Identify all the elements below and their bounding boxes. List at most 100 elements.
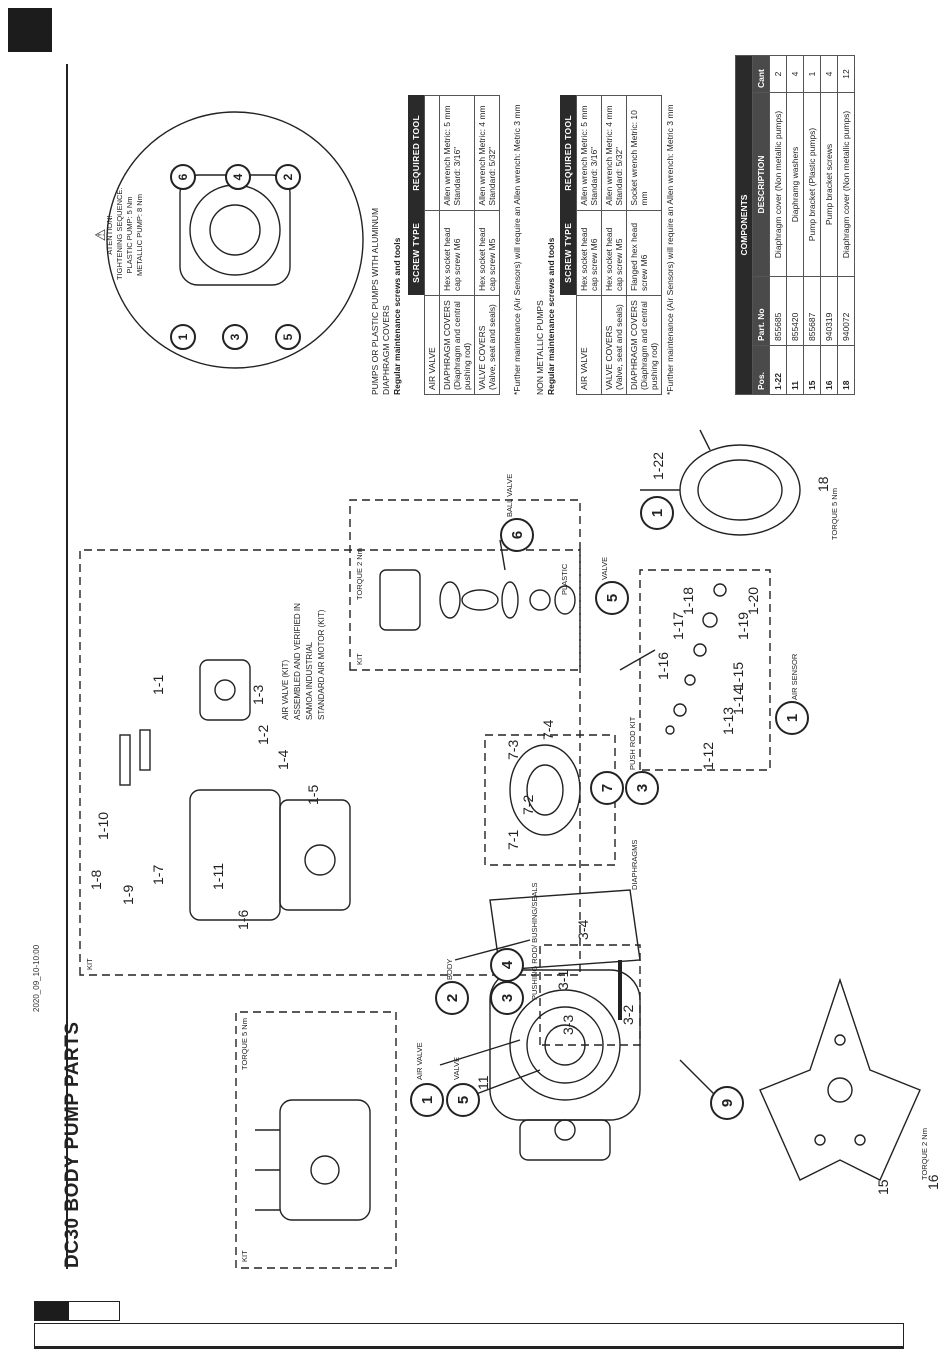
part-label: 3-1 bbox=[555, 969, 571, 990]
sequence-number: 2 bbox=[275, 164, 301, 190]
table-cell: Diaphragm cover (Non metallic pumps) bbox=[769, 92, 787, 277]
table-cell: DIAPHRAGM COVERS (Diaphragm and central … bbox=[439, 295, 475, 395]
col-header: SCREW TYPE bbox=[560, 210, 577, 296]
table-cell: 855687 bbox=[803, 276, 821, 346]
table-cell: Hex socket head cap screw M5 bbox=[474, 210, 500, 296]
kit-label-left: KIT bbox=[240, 1250, 249, 1262]
callout-label-valve-b: VALVE bbox=[600, 556, 609, 580]
air-valve-cap bbox=[199, 659, 251, 721]
col-header: Cant bbox=[752, 55, 770, 93]
part-label: 1-20 bbox=[745, 586, 761, 615]
table-cell: 940072 bbox=[837, 276, 855, 346]
part-label: 16 bbox=[925, 1174, 941, 1190]
callout-body-2: 2 bbox=[435, 981, 469, 1015]
part-label: 1-16 bbox=[655, 651, 671, 680]
air-sensor-parts bbox=[665, 583, 727, 735]
tightening-pump-figure bbox=[179, 174, 291, 286]
table-cell: Pump bracket screws bbox=[820, 92, 838, 277]
table-subheading: Regular maintenance screws and tools bbox=[392, 237, 402, 395]
table-cell: DIAPHRAGM COVERS (Diaphragm and central … bbox=[626, 295, 662, 395]
table-row: 18 940072 Diaphragm cover (Non metallic … bbox=[837, 55, 855, 395]
table-row: 15 855687 Pump bracket (Plastic pumps) 1 bbox=[803, 55, 821, 395]
aluminum-screws-table: SCREW TYPE REQUIRED TOOL AIR VALVE DIAPH… bbox=[408, 95, 500, 395]
kit-box-air-sensor bbox=[639, 569, 771, 771]
table-cell: Allen wrench Metric: 5 mm Standard: 3/16… bbox=[576, 95, 602, 211]
part-label: 1-6 bbox=[235, 909, 251, 930]
table-cell bbox=[424, 95, 440, 211]
callout-valve-5b: 5 bbox=[595, 581, 629, 615]
sequence-number: 6 bbox=[170, 164, 196, 190]
col-header: Pos. bbox=[752, 345, 770, 395]
torque-2-bracket-label: TORQUE 2 Nm bbox=[920, 1128, 929, 1180]
col-header: REQUIRED TOOL bbox=[560, 95, 577, 211]
part-label: 1-2 bbox=[255, 724, 271, 745]
table-cell: 2 bbox=[769, 55, 787, 93]
air-valve-note-line1: AIR VALVE (KIT) bbox=[281, 659, 290, 720]
table-cell: 4 bbox=[786, 55, 804, 93]
part-label: 1-1 bbox=[150, 674, 166, 695]
part-label: 1-11 bbox=[210, 863, 226, 890]
kit-box-left bbox=[235, 1011, 397, 1269]
callout-diaphragms-7: 7 bbox=[590, 771, 624, 805]
table-cell: 15 bbox=[803, 345, 821, 395]
callout-label-push-rod-kit: PUSH ROD KIT bbox=[628, 716, 637, 770]
warning-triangle-icon: ⚠ bbox=[92, 228, 108, 242]
sequence-number: 4 bbox=[225, 164, 251, 190]
part-label: 1-19 bbox=[735, 611, 751, 640]
sequence-number: 3 bbox=[222, 324, 248, 350]
part-label: 1-7 bbox=[150, 864, 166, 885]
col-header: Part. No bbox=[752, 276, 770, 346]
nonmetal-screws-table: SCREW TYPE REQUIRED TOOL AIR VALVE Hex s… bbox=[560, 95, 662, 395]
callout-pushing-rod-4: 4 bbox=[490, 948, 524, 982]
kit-box-ball-valve bbox=[349, 499, 581, 671]
callout-label-air-valve: AIR VALVE bbox=[415, 1042, 424, 1080]
page-indicator bbox=[34, 1301, 120, 1321]
part-label: 1-9 bbox=[120, 884, 136, 905]
aluminum-table-heading: PUMPS OR PLASTIC PUMPS WITH ALUMINUM DIA… bbox=[370, 208, 403, 395]
warning-line: METALLIC PUMP: 8 Nm bbox=[135, 194, 144, 276]
pump-body bbox=[489, 889, 641, 1161]
part-label: 1-18 bbox=[680, 586, 696, 615]
table-cell: Hex socket head cap screw M6 bbox=[439, 210, 475, 296]
warning-line: TIGHTENING SEQUENCE: bbox=[115, 187, 124, 280]
heading-line: PUMPS OR PLASTIC PUMPS WITH ALUMINUM bbox=[370, 207, 380, 395]
table-cell: Socket wrench Metric: 10 mm bbox=[626, 95, 662, 211]
table-cell: 12 bbox=[837, 55, 855, 93]
sequence-number: 5 bbox=[275, 324, 301, 350]
table-row: 1-22 855685 Diaphragm cover (Non metalli… bbox=[769, 55, 787, 395]
corner-marker bbox=[8, 8, 52, 52]
table-cell: 1-22 bbox=[769, 345, 787, 395]
callout-label-valve: VALVE bbox=[452, 1056, 461, 1080]
part-label: 7-1 bbox=[505, 829, 521, 850]
part-label: 7-2 bbox=[520, 794, 536, 815]
part-label: 3-3 bbox=[560, 1014, 576, 1035]
table-cell: 1 bbox=[803, 55, 821, 93]
heading-line: DIAPHRAGM COVERS bbox=[381, 305, 391, 395]
kit-box-pushing-rod bbox=[539, 944, 641, 1046]
part-label: 1-8 bbox=[88, 869, 104, 890]
tightening-circle bbox=[106, 111, 364, 369]
callout-label-air-sensor: AIR SENSOR bbox=[790, 653, 799, 700]
air-valve-note-line4: STANDARD AIR MOTOR (KIT) bbox=[317, 609, 326, 720]
callout-1b: 1 bbox=[640, 496, 674, 530]
heading-line: NON METALLIC PUMPS bbox=[535, 300, 545, 395]
part-label: 15 bbox=[875, 1179, 891, 1195]
part-label: 7-4 bbox=[540, 719, 556, 740]
footer-bar bbox=[34, 1323, 904, 1349]
part-label: 1-4 bbox=[275, 749, 291, 770]
part-label: 1-5 bbox=[305, 784, 321, 805]
table-cell: Flanged hex head screw M6 bbox=[626, 210, 662, 296]
kit-label-air-valve: KIT bbox=[85, 958, 94, 970]
warning-line: PLASTIC PUMP: 5 Nm bbox=[125, 196, 134, 274]
part-label: 7-3 bbox=[505, 739, 521, 760]
table-cell: Pump bracket (Plastic pumps) bbox=[803, 92, 821, 277]
callout-9: 9 bbox=[710, 1086, 744, 1120]
air-valve-kit-block bbox=[119, 729, 351, 921]
table-cell: 940319 bbox=[820, 276, 838, 346]
table-cell: Allen wrench Metric: 5 mm Standard: 3/16… bbox=[439, 95, 475, 211]
air-valve-housing-left bbox=[255, 1099, 371, 1221]
nonmetal-table-note: *Further maintenance (Air Sensors) will … bbox=[665, 104, 675, 395]
col-header: REQUIRED TOOL bbox=[408, 95, 425, 211]
col-header: DESCRIPTION bbox=[752, 92, 770, 277]
aluminum-table-note: *Further maintenance (Air Sensors) will … bbox=[512, 104, 522, 395]
